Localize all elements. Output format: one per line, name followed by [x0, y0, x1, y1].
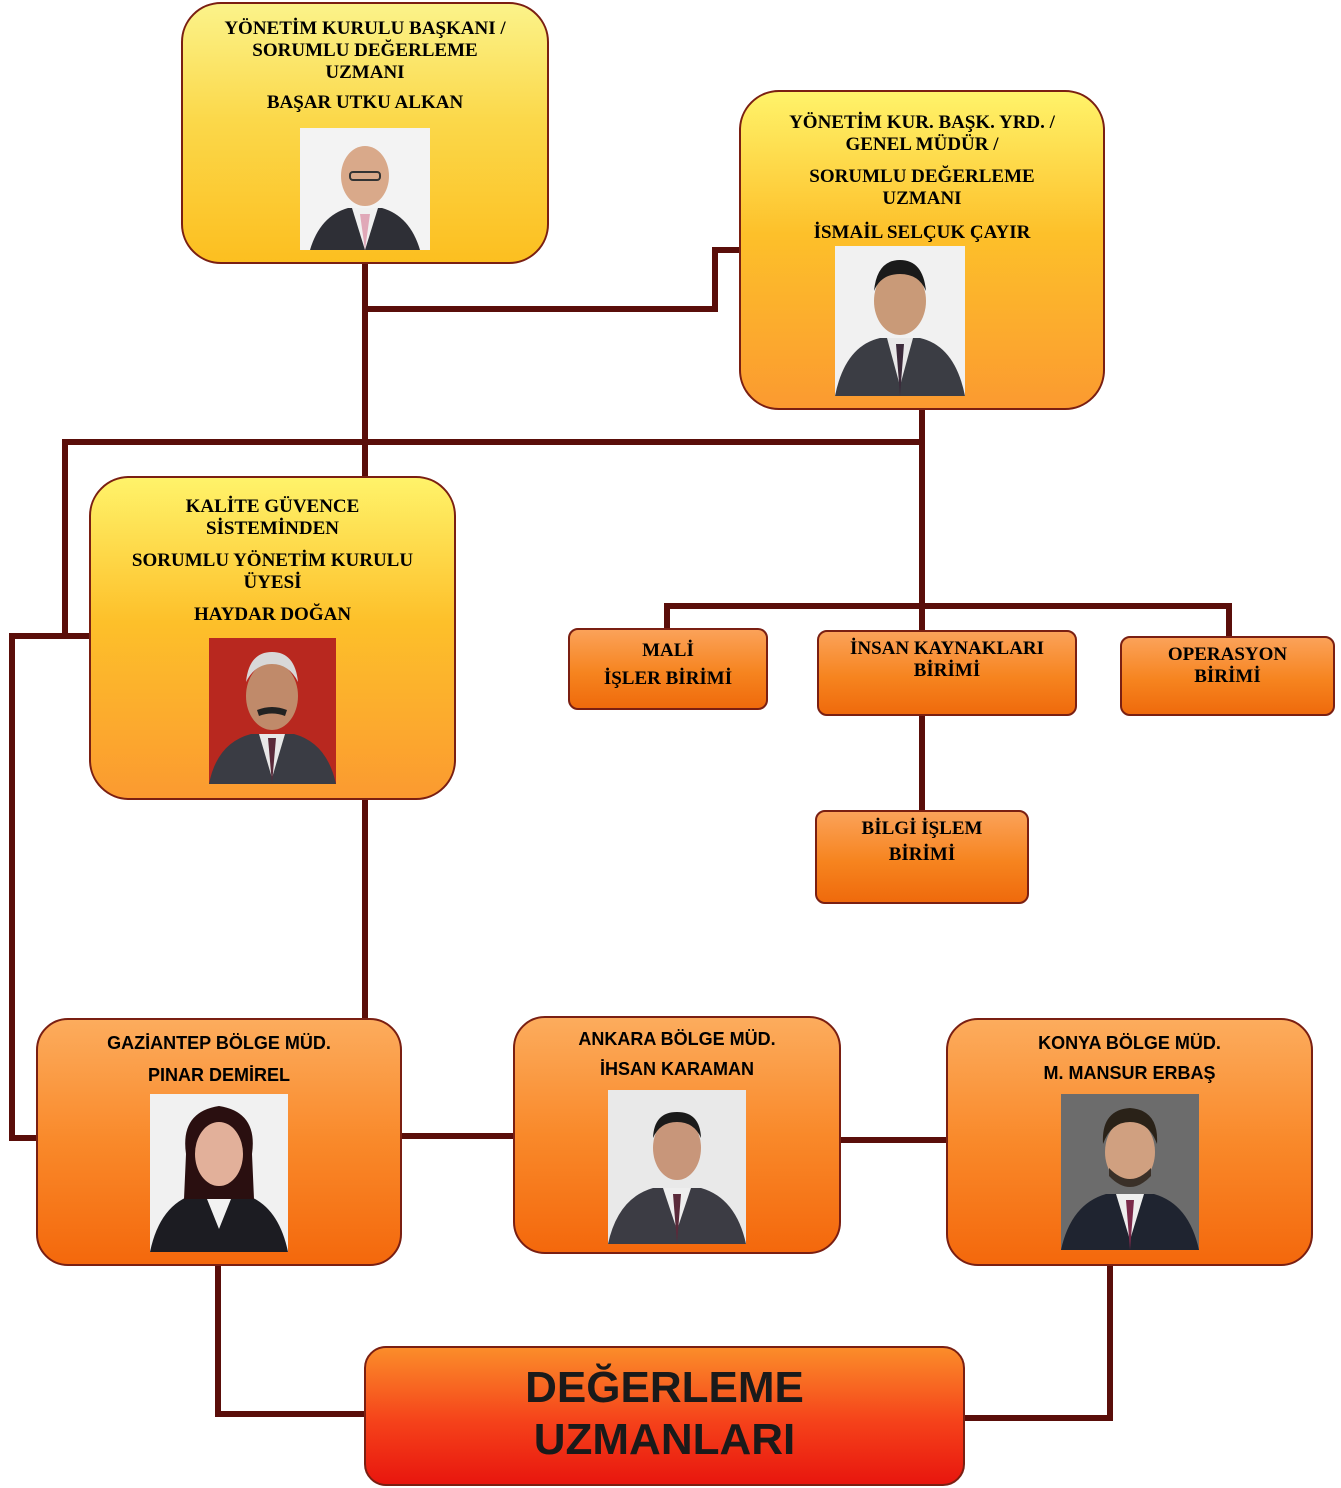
footer-title-line: DEĞERLEME [525, 1363, 804, 1412]
footer-title-line: UZMANLARI [533, 1415, 796, 1464]
vice-title-line: SORUMLU DEĞERLEME [809, 166, 1035, 187]
quality-name: HAYDAR DOĞAN [193, 604, 352, 625]
operations-unit-box: OPERASYON BİRİMİ [1120, 636, 1335, 716]
connector-konya-footer [962, 1262, 1113, 1421]
finance-unit-box: MALİ İŞLER BİRİMİ [568, 628, 768, 710]
konya-name: M. MANSUR ERBAŞ [1043, 1063, 1216, 1083]
vice-chairman-box: YÖNETİM KUR. BAŞK. YRD. / GENEL MÜDÜR / … [739, 90, 1105, 410]
vice-title-line: GENEL MÜDÜR / [845, 134, 999, 155]
vice-title-line: YÖNETİM KUR. BAŞK. YRD. / [789, 112, 1055, 133]
hr-unit-box: İNSAN KAYNAKLARI BİRİMİ [817, 630, 1077, 716]
vice-title-line: UZMANI [882, 188, 962, 209]
connector-left-bus [62, 439, 93, 639]
ankara-title: ANKARA BÖLGE MÜD. [578, 1029, 776, 1049]
quality-member-photo [209, 638, 336, 784]
hr-unit-label: İNSAN KAYNAKLARI [849, 638, 1045, 659]
finance-unit-label: İŞLER BİRİMİ [603, 668, 733, 689]
it-unit-label: BİLGİ İŞLEM [861, 818, 983, 839]
gaziantep-region-box: GAZİANTEP BÖLGE MÜD. PINAR DEMİREL [36, 1018, 402, 1266]
chairman-photo [300, 128, 430, 250]
konya-title: KONYA BÖLGE MÜD. [1038, 1033, 1221, 1053]
operations-unit-label: BİRİMİ [1194, 666, 1261, 687]
finance-unit-label: MALİ [642, 640, 694, 661]
quality-title-line: SİSTEMİNDEN [205, 518, 340, 539]
operations-unit-label: OPERASYON [1167, 644, 1288, 665]
konya-region-box: KONYA BÖLGE MÜD. M. MANSUR ERBAŞ [946, 1018, 1313, 1266]
gaziantep-title: GAZİANTEP BÖLGE MÜD. [107, 1033, 331, 1053]
footer-box: DEĞERLEME UZMANLARI [364, 1346, 965, 1486]
chairman-name: BAŞAR UTKU ALKAN [266, 92, 464, 113]
ankara-name: İHSAN KARAMAN [600, 1059, 754, 1079]
gaziantep-name: PINAR DEMİREL [147, 1065, 290, 1085]
it-unit-box: BİLGİ İŞLEM BİRİMİ [815, 810, 1029, 904]
chairman-title-line: YÖNETİM KURULU BAŞKANI / [224, 18, 506, 39]
chairman-title-line: UZMANI [325, 62, 405, 83]
hr-unit-label: BİRİMİ [913, 660, 981, 681]
ankara-photo [608, 1090, 746, 1244]
chairman-title-line: SORUMLU DEĞERLEME [252, 40, 478, 61]
quality-title-line: ÜYESİ [243, 572, 302, 593]
vice-chairman-photo [835, 246, 965, 396]
it-unit-label: BİRİMİ [888, 844, 956, 865]
connector-gaziantep-footer [215, 1262, 368, 1417]
ankara-region-box: ANKARA BÖLGE MÜD. İHSAN KARAMAN [513, 1016, 841, 1254]
quality-title-line: SORUMLU YÖNETİM KURULU [131, 550, 414, 571]
konya-photo [1061, 1094, 1199, 1250]
vice-name: İSMAİL SELÇUK ÇAYIR [813, 222, 1031, 243]
chairman-box: YÖNETİM KURULU BAŞKANI / SORUMLU DEĞERLE… [181, 2, 549, 264]
quality-member-box: KALİTE GÜVENCE SİSTEMİNDEN SORUMLU YÖNET… [89, 476, 456, 800]
gaziantep-photo [150, 1094, 288, 1252]
connector-far-left [9, 633, 93, 1141]
quality-title-line: KALİTE GÜVENCE [185, 496, 360, 517]
connector-chairman-vice [362, 247, 743, 312]
